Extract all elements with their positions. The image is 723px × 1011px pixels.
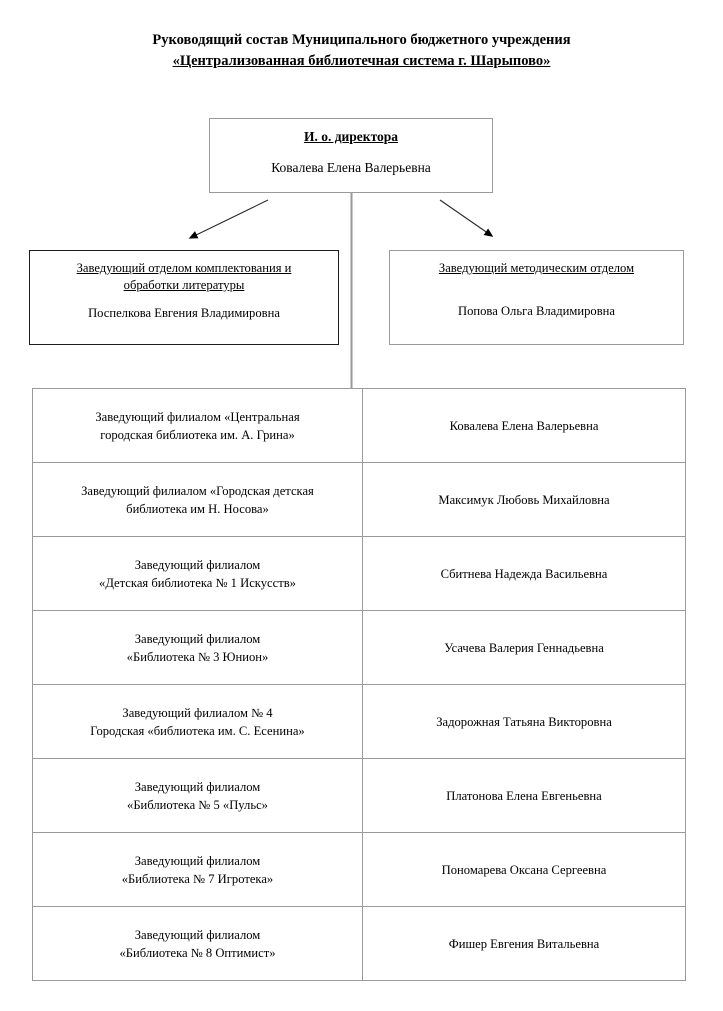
table-row: Заведующий филиалом «Библиотека № 5 «Пуль…: [32, 758, 686, 833]
branch-person-cell: Максимук Любовь Михайловна: [362, 462, 686, 537]
table-row: Заведующий филиалом «Библиотека № 7 Игрот…: [32, 832, 686, 907]
org-node-methodical-department: Заведующий методическим отделом Попова О…: [389, 250, 684, 345]
branch-role-line-2: городская библиотека им. А. Грина»: [100, 427, 295, 442]
branch-role-line-1: Заведующий филиалом «Центральная: [95, 409, 300, 424]
director-person-name: Ковалева Елена Валерьевна: [271, 160, 431, 175]
branch-role-cell: Заведующий филиалом «Библиотека № 3 Юнион…: [32, 610, 363, 685]
branch-person-cell: Фишер Евгения Витальевна: [362, 906, 686, 981]
branch-role-cell: Заведующий филиалом «Детская библиотека №…: [32, 536, 363, 611]
branch-role-line-2: «Детская библиотека № 1 Искусств»: [99, 575, 296, 590]
acquisition-person-name: Поспелкова Евгения Владимировна: [88, 306, 280, 320]
branch-person-cell: Усачева Валерия Геннадьевна: [362, 610, 686, 685]
branch-role-line-1: Заведующий филиалом: [134, 853, 261, 868]
branch-heads-table-body: Заведующий филиалом «Центральная городска…: [32, 388, 686, 981]
branch-role-line-1: Заведующий филиалом № 4: [122, 705, 273, 720]
connector-arrow-left: [188, 199, 269, 239]
branch-role-line-2: библиотека им Н. Носова»: [126, 501, 269, 516]
branch-role-line-1: Заведующий филиалом: [134, 927, 261, 942]
branch-role-cell: Заведующий филиалом «Центральная городска…: [32, 388, 363, 463]
table-row: Заведующий филиалом «Библиотека № 8 Оптим…: [32, 906, 686, 981]
branch-role-cell: Заведующий филиалом № 4 Городская «библио…: [32, 684, 363, 759]
branch-person-cell: Пономарева Оксана Сергеевна: [362, 832, 686, 907]
methodical-person-name: Попова Ольга Владимировна: [458, 304, 615, 318]
acquisition-role-line-1: Заведующий отделом комплектования и: [76, 261, 292, 275]
branch-role-cell: Заведующий филиалом «Библиотека № 5 «Пуль…: [32, 758, 363, 833]
branch-person-cell: Задорожная Татьяна Викторовна: [362, 684, 686, 759]
branch-person-cell: Платонова Елена Евгеньевна: [362, 758, 686, 833]
branch-role-cell: Заведующий филиалом «Библиотека № 7 Игрот…: [32, 832, 363, 907]
branch-role-cell: Заведующий филиалом «Библиотека № 8 Оптим…: [32, 906, 363, 981]
branch-person-cell: Сбитнева Надежда Васильевна: [362, 536, 686, 611]
branch-role-line-2: «Библиотека № 5 «Пульс»: [127, 797, 268, 812]
methodical-role-label: Заведующий методическим отделом: [390, 260, 683, 277]
branch-role-line-1: Заведующий филиалом: [134, 779, 261, 794]
methodical-role-line-1: Заведующий методическим отделом: [438, 261, 635, 275]
table-row: Заведующий филиалом «Библиотека № 3 Юнион…: [32, 610, 686, 685]
table-row: Заведующий филиалом «Детская библиотека №…: [32, 536, 686, 611]
acquisition-role-label: Заведующий отделом комплектования и обра…: [30, 260, 338, 294]
branch-role-line-1: Заведующий филиалом «Городская детская: [81, 483, 314, 498]
branch-role-line-2: «Библиотека № 7 Игротека»: [121, 871, 274, 886]
branch-heads-table: Заведующий филиалом «Центральная городска…: [32, 388, 686, 981]
table-row: Заведующий филиалом «Центральная городска…: [32, 388, 686, 463]
branch-person-cell: Ковалева Елена Валерьевна: [362, 388, 686, 463]
director-role-label: И. о. директора: [303, 129, 399, 144]
branch-role-line-2: «Библиотека № 8 Оптимист»: [119, 945, 276, 960]
acquisition-role-line-2: обработки литературы: [123, 278, 245, 292]
org-node-acquisition-department: Заведующий отделом комплектования и обра…: [29, 250, 339, 345]
table-row: Заведующий филиалом № 4 Городская «библио…: [32, 684, 686, 759]
table-row: Заведующий филиалом «Городская детская би…: [32, 462, 686, 537]
branch-role-line-2: «Библиотека № 3 Юнион»: [126, 649, 269, 664]
page-title: Руководящий состав Муниципального бюджет…: [0, 30, 723, 72]
org-node-director: И. о. директора Ковалева Елена Валерьевн…: [209, 118, 493, 193]
connector-arrow-right: [439, 199, 494, 237]
branch-role-cell: Заведующий филиалом «Городская детская би…: [32, 462, 363, 537]
page-title-line-1: Руководящий состав Муниципального бюджет…: [152, 32, 571, 48]
branch-role-line-1: Заведующий филиалом: [134, 631, 261, 646]
page-title-line-2: «Централизованная библиотечная система г…: [172, 53, 551, 69]
branch-role-line-1: Заведующий филиалом: [134, 557, 261, 572]
branch-role-line-2: Городская «библиотека им. С. Есенина»: [90, 723, 305, 738]
